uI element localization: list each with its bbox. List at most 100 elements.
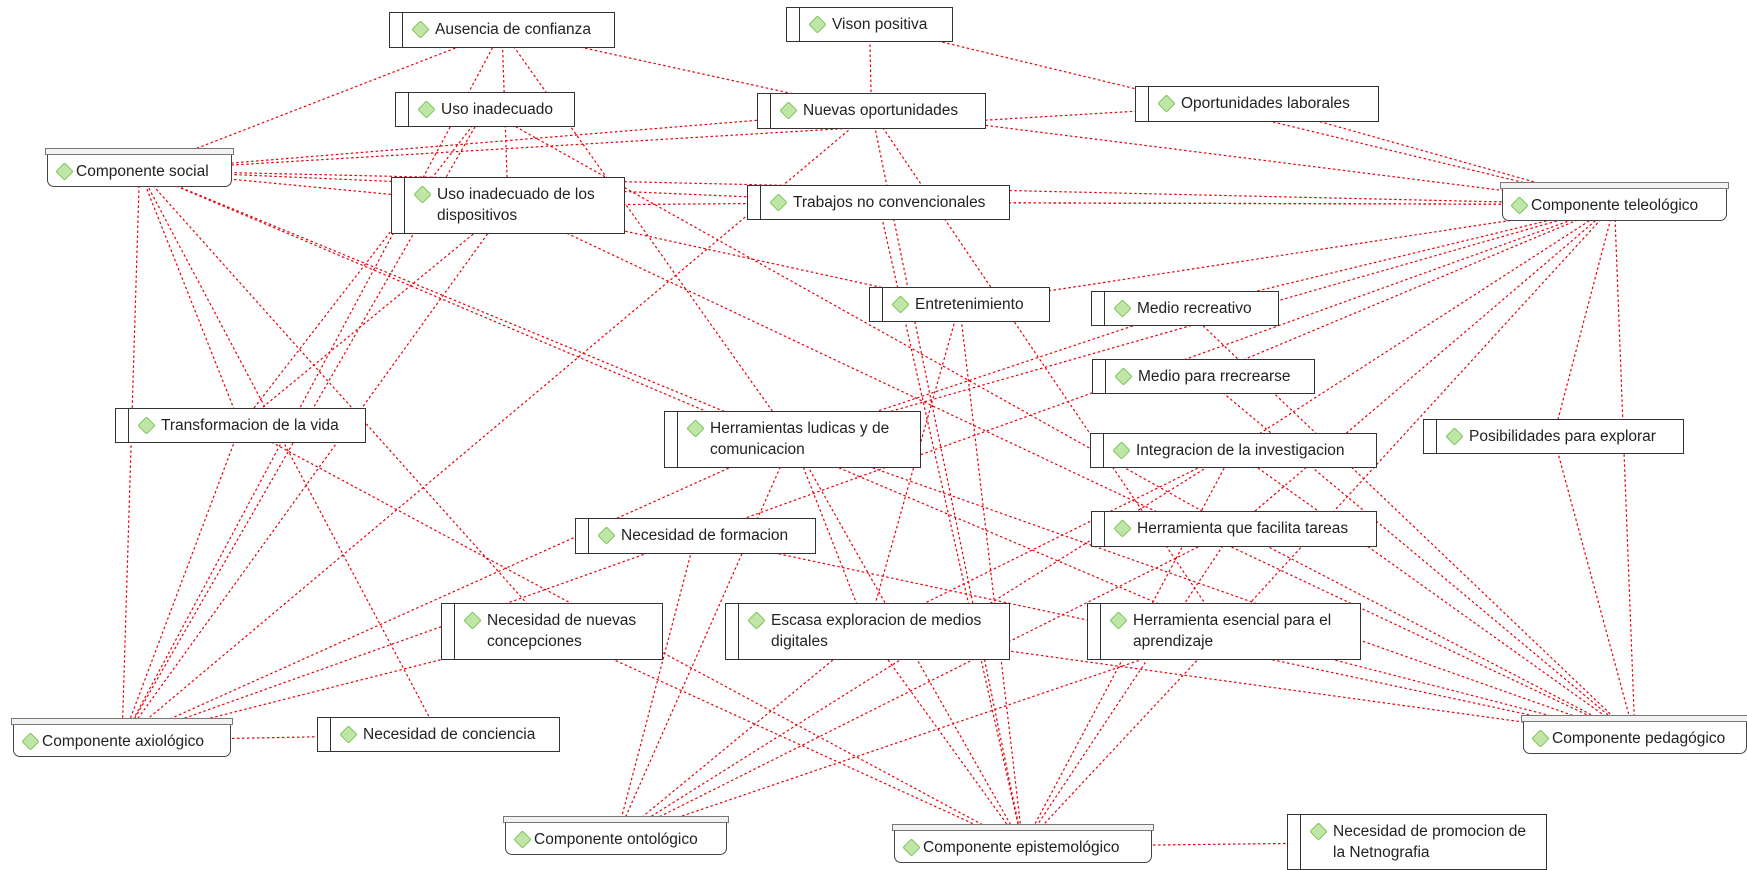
node-componente-ontologico[interactable]: Componente ontológico bbox=[503, 816, 729, 855]
link-necesidad_formacion-componente_axiologico bbox=[121, 535, 696, 742]
link-herramienta_esencial-componente_ontologico bbox=[615, 630, 1225, 840]
node-integracion-de-la-investigacion[interactable]: Integracion de la investigacion bbox=[1090, 433, 1377, 468]
link-transformacion_vida-componente_epistemologico bbox=[240, 424, 1024, 848]
node-transformacion-de-la-vida[interactable]: Transformacion de la vida bbox=[115, 408, 366, 443]
node-label: Trabajos no convencionales bbox=[793, 194, 986, 211]
link-herramienta_facilita-componente_epistemologico bbox=[1022, 528, 1235, 847]
node-label: Componente ontológico bbox=[534, 831, 698, 848]
diamond-code-icon bbox=[54, 161, 74, 181]
link-entretenimiento-componente_epistemologico bbox=[958, 304, 1024, 847]
diamond-code-icon bbox=[890, 294, 910, 314]
diamond-code-icon bbox=[136, 415, 156, 435]
diamond-code-icon bbox=[1308, 821, 1328, 841]
diamond-code-icon bbox=[596, 525, 616, 545]
node-label: Posibilidades para explorar bbox=[1469, 428, 1656, 445]
node-label: Uso inadecuado de los dispositivos bbox=[437, 186, 595, 224]
node-trabajos-no-convencionales[interactable]: Trabajos no convencionales bbox=[747, 185, 1010, 220]
link-componente_teleologico-herramienta_esencial bbox=[1223, 204, 1615, 632]
link-transformacion_vida-componente_axiologico bbox=[121, 425, 242, 741]
diamond-code-icon bbox=[416, 99, 436, 119]
link-herramientas_ludicas-componente_pedagogico bbox=[792, 438, 1636, 739]
link-herramienta_esencial-componente_epistemologico bbox=[1022, 631, 1225, 847]
node-label: Medio recreativo bbox=[1137, 300, 1252, 317]
diamond-code-icon bbox=[20, 731, 40, 751]
node-componente-axiologico[interactable]: Componente axiológico bbox=[11, 718, 233, 757]
link-componente_teleologico-medio_recrearse bbox=[1203, 203, 1615, 378]
diamond-code-icon bbox=[746, 610, 766, 630]
node-label: Herramientas ludicas y de comunicacion bbox=[710, 420, 890, 458]
link-componente_social-componente_axiologico bbox=[121, 170, 141, 741]
node-oportunidades-laborales[interactable]: Oportunidades laborales bbox=[1135, 86, 1379, 122]
link-uso_inadecuado-transformacion_vida bbox=[240, 109, 486, 426]
node-medio-recreativo[interactable]: Medio recreativo bbox=[1091, 291, 1279, 326]
link-nuevas_oportunidades-componente_social bbox=[139, 110, 872, 172]
link-oportunidades_laborales-componente_social bbox=[139, 103, 1258, 172]
node-label: Medio para rrecrearse bbox=[1138, 368, 1291, 385]
node-componente-teleologico[interactable]: Componente teleológico bbox=[1500, 182, 1729, 221]
diamond-code-icon bbox=[412, 184, 432, 204]
node-label: Uso inadecuado bbox=[441, 101, 554, 118]
node-label: Componente pedagógico bbox=[1552, 730, 1726, 747]
diamond-code-icon bbox=[1112, 518, 1132, 538]
node-label: Componente social bbox=[76, 163, 209, 180]
link-uso_inadecuado_dispositivos-componente_pedagogico bbox=[507, 204, 1636, 739]
node-escasa-exploracion-de-medios-digitales[interactable]: Escasa exploracion de medios digitales bbox=[725, 603, 1010, 660]
node-entretenimiento[interactable]: Entretenimiento bbox=[869, 287, 1050, 322]
link-medio_recreativo-herramientas_ludicas bbox=[792, 307, 1186, 441]
node-componente-social[interactable]: Componente social bbox=[45, 148, 234, 187]
node-nuevas-oportunidades[interactable]: Nuevas oportunidades bbox=[757, 93, 986, 129]
link-necesidad_nuevas_concepciones-componente_epistemologico bbox=[551, 630, 1024, 848]
diamond-code-icon bbox=[768, 192, 788, 212]
node-necesidad-de-formacion[interactable]: Necesidad de formacion bbox=[575, 518, 816, 554]
node-vison-positiva[interactable]: Vison positiva bbox=[786, 7, 953, 42]
diamond-code-icon bbox=[1111, 440, 1131, 460]
diamond-code-icon bbox=[1156, 93, 1176, 113]
node-necesidad-de-promocion-de-la-netnografia[interactable]: Necesidad de promocion de la Netnografia bbox=[1287, 814, 1547, 870]
node-uso-inadecuado[interactable]: Uso inadecuado bbox=[395, 92, 575, 127]
diamond-code-icon bbox=[807, 14, 827, 34]
diamond-code-icon bbox=[410, 19, 430, 39]
link-necesidad_formacion-componente_ontologico bbox=[615, 535, 697, 839]
link-componente_social-necesidad_nuevas_concepciones bbox=[139, 170, 553, 632]
node-label: Integracion de la investigacion bbox=[1136, 442, 1345, 459]
node-label: Necesidad de promocion de la Netnografia bbox=[1333, 823, 1527, 861]
diamond-code-icon bbox=[338, 724, 358, 744]
node-necesidad-de-nuevas-concepciones[interactable]: Necesidad de nuevas concepciones bbox=[441, 603, 663, 660]
node-herramienta-esencial-para-el-aprendizaje[interactable]: Herramienta esencial para el aprendizaje bbox=[1087, 603, 1361, 660]
node-herramienta-que-facilita-tareas[interactable]: Herramienta que facilita tareas bbox=[1091, 511, 1377, 547]
diamond-code-icon bbox=[1509, 195, 1529, 215]
link-componente_teleologico-integracion_investigacion bbox=[1233, 203, 1615, 452]
link-componente_social-componente_teleologico bbox=[139, 169, 1615, 206]
node-necesidad-de-conciencia[interactable]: Necesidad de conciencia bbox=[317, 717, 560, 752]
node-label: Herramienta esencial para el aprendizaje bbox=[1133, 612, 1332, 650]
diamond-code-icon bbox=[512, 829, 532, 849]
diamond-code-icon bbox=[1113, 366, 1133, 386]
link-medio_recreativo-componente_pedagogico bbox=[1184, 308, 1636, 738]
link-componente_teleologico-componente_pedagogico bbox=[1613, 204, 1636, 738]
link-nuevas_oportunidades-componente_axiologico bbox=[121, 110, 872, 741]
node-ausencia-de-confianza[interactable]: Ausencia de confianza bbox=[389, 12, 615, 48]
node-label: Entretenimiento bbox=[915, 296, 1024, 313]
node-uso-inadecuado-de-los-dispositivos[interactable]: Uso inadecuado de los dispositivos bbox=[391, 177, 625, 234]
link-componente_social-herramienta_esencial bbox=[139, 169, 1225, 633]
node-label: Necesidad de formacion bbox=[621, 527, 789, 544]
link-posibilidades_explorar-componente_pedagogico bbox=[1552, 436, 1636, 738]
diamond-code-icon bbox=[1444, 426, 1464, 446]
node-herramientas-ludicas-y-de-comunicacion[interactable]: Herramientas ludicas y de comunicacion bbox=[664, 411, 921, 468]
node-componente-epistemologico[interactable]: Componente epistemológico bbox=[892, 824, 1154, 863]
node-label: Necesidad de conciencia bbox=[363, 726, 536, 743]
link-herramienta_facilita-componente_pedagogico bbox=[1233, 528, 1636, 739]
node-label: Componente axiológico bbox=[42, 733, 204, 750]
link-ausencia_confianza-uso_inadecuado_dispositivos bbox=[501, 29, 509, 206]
node-label: Necesidad de nuevas concepciones bbox=[487, 612, 637, 650]
node-label: Vison positiva bbox=[832, 16, 928, 33]
diamond-code-icon bbox=[1112, 298, 1132, 318]
node-componente-pedagogico[interactable]: Componente pedagógico bbox=[1521, 715, 1747, 754]
node-label: Componente teleológico bbox=[1531, 197, 1699, 214]
link-integracion_investigacion-escasa_exploracion bbox=[867, 449, 1234, 633]
node-posibilidades-para-explorar[interactable]: Posibilidades para explorar bbox=[1423, 419, 1684, 454]
link-componente_teleologico-herramienta_facilita bbox=[1233, 204, 1615, 530]
node-medio-para-rrecrearse[interactable]: Medio para rrecrearse bbox=[1092, 359, 1315, 394]
diamond-code-icon bbox=[778, 100, 798, 120]
